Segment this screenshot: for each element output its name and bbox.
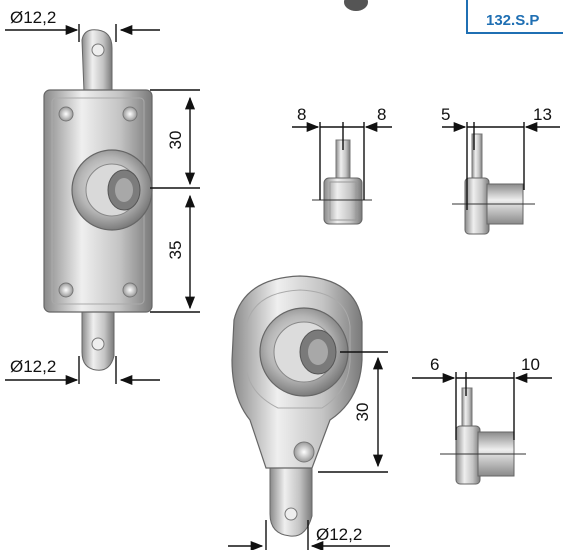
- side-view-c-left-label: 6: [430, 355, 439, 374]
- plate-lower-height-label: 35: [166, 241, 185, 260]
- plate-top-diameter-label: Ø12,2: [10, 8, 56, 27]
- side-view-b-right-label: 13: [533, 105, 552, 124]
- side-view-b-left-label: 5: [441, 105, 450, 124]
- side-view-c-dimensions: [412, 372, 552, 440]
- plate-bottom-diameter-label: Ø12,2: [10, 357, 56, 376]
- pendulum-bracket: [231, 275, 363, 537]
- product-code-label: 132.S.P: [486, 12, 540, 29]
- bracket-dimensions: [228, 351, 390, 550]
- side-view-a-right-label: 8: [377, 105, 386, 124]
- side-view-b: [452, 133, 535, 235]
- side-view-a-left-label: 8: [297, 105, 306, 124]
- side-view-a: [312, 139, 372, 225]
- plate-dimensions: [5, 24, 200, 386]
- side-view-c: [440, 387, 526, 485]
- top-cropped-part: [344, 0, 368, 11]
- side-view-c-right-label: 10: [521, 355, 540, 374]
- side-view-b-dimensions: [442, 121, 560, 210]
- bracket-diameter-label: Ø12,2: [316, 525, 362, 544]
- side-view-a-dimensions: [292, 121, 392, 200]
- product-code-box: 132.S.P: [466, 0, 563, 34]
- bracket-height-label: 30: [353, 403, 372, 422]
- plate-upper-height-label: 30: [166, 131, 185, 150]
- mounting-plate: [43, 29, 153, 371]
